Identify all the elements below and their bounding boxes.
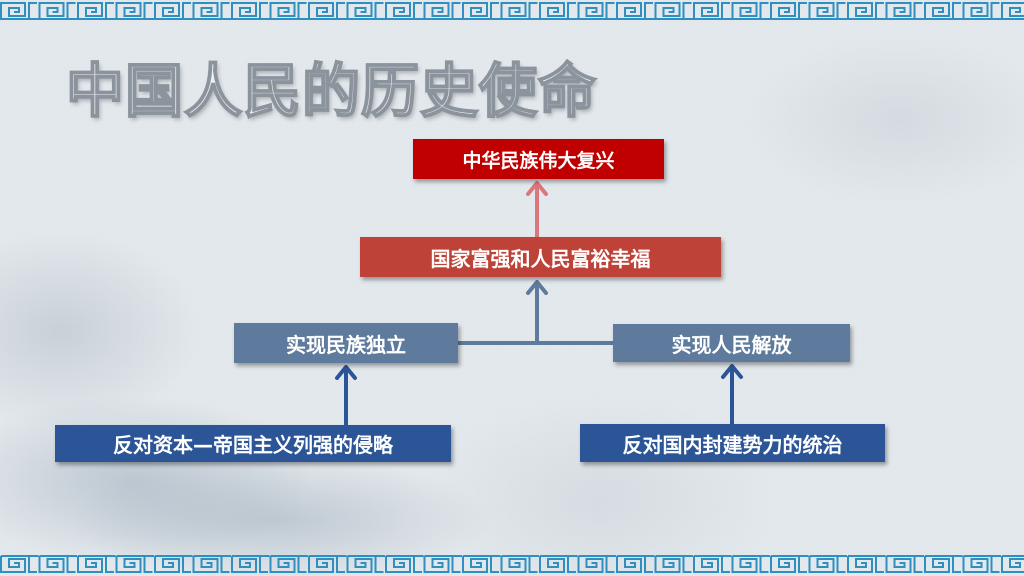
node-anti-imperialism: 反对资本—帝国主义列强的侵略 bbox=[55, 425, 451, 462]
node-label: 实现人民解放 bbox=[671, 332, 792, 357]
arrow-liberation-independence-to-prosperity bbox=[458, 280, 613, 345]
meander-border-bottom bbox=[0, 555, 1024, 573]
slide-title: 中国人民的历史使命 bbox=[65, 56, 598, 126]
node-label: 实现民族独立 bbox=[286, 332, 406, 357]
node-label: 反对国内封建势力的统治 bbox=[622, 432, 843, 457]
arrow-anti-feudalism-to-liberation bbox=[721, 364, 743, 424]
node-label: 中华民族伟大复兴 bbox=[462, 149, 615, 172]
node-people-liberation: 实现人民解放 bbox=[613, 324, 850, 362]
node-prosperity: 国家富强和人民富裕幸福 bbox=[360, 237, 721, 277]
arrow-anti-imperialism-to-independence bbox=[335, 365, 357, 425]
node-label: 国家富强和人民富裕幸福 bbox=[430, 246, 651, 271]
node-label: 反对资本—帝国主义列强的侵略 bbox=[113, 433, 393, 457]
arrow-prosperity-to-rejuvenation bbox=[526, 181, 548, 237]
node-rejuvenation: 中华民族伟大复兴 bbox=[413, 139, 664, 179]
meander-border-top bbox=[0, 2, 1024, 20]
node-national-independence: 实现民族独立 bbox=[234, 323, 458, 363]
node-anti-feudalism: 反对国内封建势力的统治 bbox=[580, 424, 885, 462]
